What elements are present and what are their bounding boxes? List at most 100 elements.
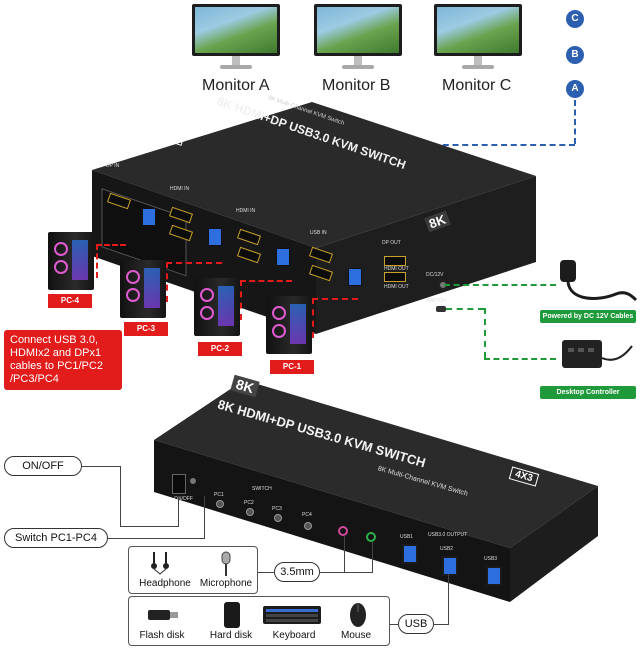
pc3-switch-button[interactable] [274, 514, 282, 522]
output-cable-line [574, 100, 576, 144]
dc-port-label: DC/12V [426, 272, 444, 278]
switch-port-label: SWITCH [426, 298, 446, 304]
desktop-controller-tag: Desktop Controller [540, 386, 636, 399]
usb-peripherals-box [128, 596, 390, 646]
usb-label-pill: USB [398, 614, 434, 634]
usb3-port[interactable] [486, 566, 502, 586]
usb-connector-line [390, 624, 398, 625]
pc-cable-line [240, 280, 242, 320]
audio-connector-line [320, 572, 372, 573]
port-label-hdmi-in: HDMI IN [236, 208, 256, 214]
onoff-connector-line [178, 496, 179, 527]
keyboard-icon [263, 606, 321, 624]
usb-connector-line [434, 624, 448, 625]
onoff-connector-line [82, 466, 120, 467]
audio-connector-line [344, 536, 345, 573]
power-adapter-image [560, 260, 638, 302]
pc-cable-line [166, 262, 168, 302]
port-label-hdmi-out: HDMI OUT [384, 284, 409, 290]
audio-connector-line [372, 542, 373, 573]
pc-3-tower [120, 260, 166, 318]
port-usb-in [208, 228, 222, 246]
hard-disk-icon [224, 602, 240, 628]
pc-2-tag: PC-2 [198, 342, 242, 356]
switch-port [436, 306, 446, 312]
output-cable-line [404, 144, 575, 146]
port-usb-in [276, 248, 290, 266]
onoff-connector-line [120, 466, 121, 526]
port-hdmi-out [384, 256, 406, 266]
pc-cable-line [96, 244, 126, 246]
onoff-label-pill: ON/OFF [4, 456, 82, 476]
monitor-a [192, 4, 280, 76]
audio-connector-line [258, 572, 274, 573]
controller-cable-line [446, 308, 484, 310]
monitor-c-label: Monitor C [442, 77, 512, 94]
headphone-label: Headphone [139, 578, 191, 589]
port-label-usb-in: USB IN [310, 230, 327, 236]
headphone-icon [151, 552, 169, 575]
pc-cable-line [312, 298, 358, 300]
monitor-b [314, 4, 402, 76]
front-switch-group-label: SWITCH [252, 486, 272, 492]
connection-instruction-callout: Connect USB 3.0, HDMIx2 and DPx1 cables … [4, 330, 122, 390]
port-label-hdmi-out: HDMI OUT [384, 266, 409, 272]
power-adapter-tag: Powered by DC 12V Cables [540, 310, 636, 323]
usb1-port[interactable] [402, 544, 418, 564]
pc4-button-label: PC4 [302, 512, 312, 518]
pc4-switch-button[interactable] [304, 522, 312, 530]
controller-cable-line [484, 358, 556, 360]
pc-4-tower [48, 232, 94, 290]
power-indicator-led [190, 478, 196, 484]
power-cable-line [444, 284, 556, 286]
pc2-button-label: PC2 [244, 500, 254, 506]
pc-cable-line [312, 298, 314, 338]
flash-disk-label: Flash disk [139, 630, 185, 641]
pc3-button-label: PC3 [272, 506, 282, 512]
usb-output-group-label: USB3.0 OUTPUT [428, 532, 468, 538]
power-rocker-switch[interactable] [172, 474, 186, 494]
mouse-icon [350, 603, 366, 627]
desktop-controller-image [562, 340, 633, 368]
monitor-b-label: Monitor B [322, 77, 391, 94]
pc-cable-line [240, 280, 292, 282]
port-usb-in [142, 208, 156, 226]
pc-1-tower [266, 296, 312, 354]
kvm-switch-front-view [154, 380, 598, 602]
monitor-c [434, 4, 522, 76]
pc-2-tower [194, 278, 240, 336]
pc-cable-line [166, 262, 222, 264]
port-hdmi-out [384, 272, 406, 282]
pc-cable-line [96, 244, 98, 278]
usb-connector-line [448, 574, 449, 625]
port-label-dp-in: DP IN [106, 163, 120, 169]
onoff-connector-line [120, 526, 178, 527]
headphone-jack[interactable] [366, 532, 376, 542]
pc1-switch-button[interactable] [216, 500, 224, 508]
keyboard-label: Keyboard [272, 630, 316, 641]
monitor-a-label: Monitor A [202, 77, 270, 94]
usb3-label: USB3 [484, 556, 498, 562]
audio-jack-label-pill: 3.5mm [274, 562, 320, 582]
port-label-dp-out: DP OUT [382, 240, 401, 246]
hard-disk-label: Hard disk [209, 630, 253, 641]
switch-connector-line [108, 538, 204, 539]
microphone-icon [221, 551, 231, 576]
channel-marker-a: A [566, 80, 584, 98]
usb2-label: USB2 [440, 546, 454, 552]
front-onoff-label: ON/OFF [174, 496, 193, 502]
channel-marker-b: B [566, 46, 584, 64]
pc-3-tag: PC-3 [124, 322, 168, 336]
microphone-label: Microphone [199, 578, 253, 589]
pc-1-tag: PC-1 [270, 360, 314, 374]
mouse-label: Mouse [340, 630, 371, 641]
channel-marker-c: C [566, 10, 584, 28]
switch-connector-line [204, 496, 205, 539]
pc2-switch-button[interactable] [246, 508, 254, 516]
microphone-jack[interactable] [338, 526, 348, 536]
port-label-hdmi-in: HDMI IN [170, 186, 190, 192]
pc-4-tag: PC-4 [48, 294, 92, 308]
switch-pc-label-pill: Switch PC1-PC4 [4, 528, 108, 548]
usb2-port[interactable] [442, 556, 458, 576]
audio-peripherals-box [128, 546, 258, 594]
